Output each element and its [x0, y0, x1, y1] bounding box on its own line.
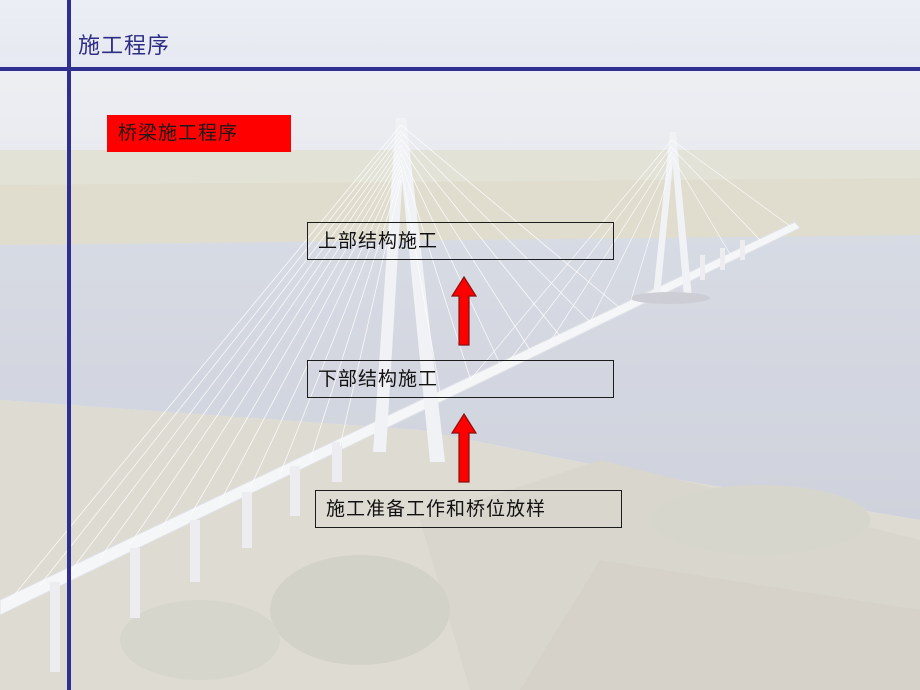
step-box-superstructure: 上部结构施工 — [307, 222, 614, 260]
title-bar — [0, 0, 920, 68]
section-label: 桥梁施工程序 — [107, 115, 291, 152]
left-divider — [67, 0, 71, 690]
step-box-substructure: 下部结构施工 — [307, 360, 614, 398]
up-arrow-icon — [451, 276, 477, 346]
up-arrow-icon — [451, 413, 477, 483]
step-box-preparation: 施工准备工作和桥位放样 — [315, 490, 622, 528]
title-divider — [0, 67, 920, 71]
page-title: 施工程序 — [78, 34, 171, 59]
